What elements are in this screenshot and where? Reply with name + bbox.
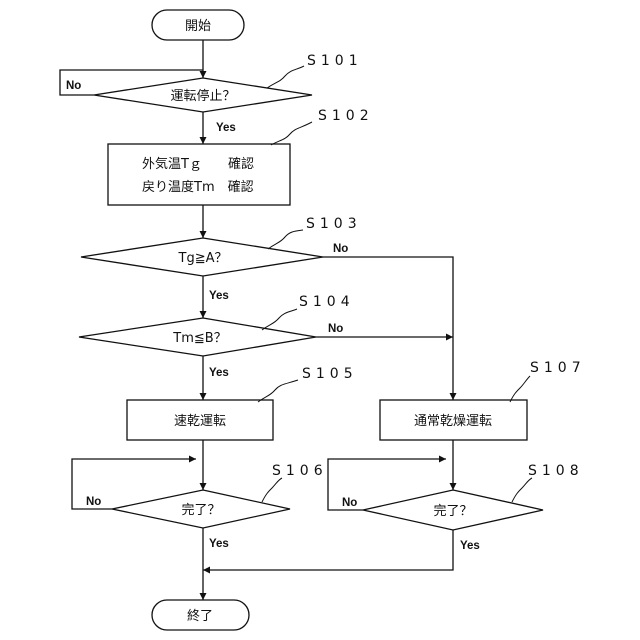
decision-s101-label: 運転停止？ bbox=[170, 88, 235, 104]
leader-s104 bbox=[262, 309, 297, 330]
start-label: 開始 bbox=[185, 19, 211, 34]
process-s102-line1: 外気温Tｇ 確認 bbox=[142, 156, 254, 172]
s106-yes-label: Yes bbox=[209, 538, 229, 550]
decision-s108-label: 完了？ bbox=[433, 504, 472, 519]
decision-s104-label: Tm≦B？ bbox=[172, 331, 226, 346]
step-s106: S106 bbox=[272, 463, 328, 479]
step-s101: S101 bbox=[307, 53, 363, 69]
leader-s106 bbox=[262, 478, 282, 502]
s103-yes-label: Yes bbox=[209, 290, 229, 302]
leader-s105 bbox=[258, 380, 298, 402]
step-s107: S107 bbox=[530, 360, 586, 376]
s103-no-label: No bbox=[333, 243, 348, 255]
process-s107-label: 通常乾燥運転 bbox=[414, 414, 492, 429]
step-s102: S102 bbox=[318, 108, 374, 124]
decision-s106-label: 完了？ bbox=[181, 503, 220, 518]
s101-yes-label: Yes bbox=[216, 122, 236, 134]
s106-no-label: No bbox=[86, 496, 101, 508]
step-s103: S103 bbox=[306, 216, 362, 232]
end-label: 終了 bbox=[187, 608, 213, 624]
decision-s103-label: Tg≧A？ bbox=[178, 251, 228, 266]
s104-yes-label: Yes bbox=[209, 367, 229, 379]
step-s104: S104 bbox=[299, 294, 355, 310]
s101-no-label: No bbox=[66, 80, 81, 92]
arrow-s108-yes bbox=[203, 530, 453, 570]
s108-no-label: No bbox=[342, 497, 357, 509]
process-s102-line2: 戻り温度Tm 確認 bbox=[142, 179, 254, 195]
process-s102 bbox=[108, 144, 290, 205]
leader-s108 bbox=[512, 478, 532, 502]
leader-s102 bbox=[271, 122, 312, 145]
leader-s107 bbox=[510, 376, 530, 402]
leader-s103 bbox=[268, 230, 303, 249]
step-s105: S105 bbox=[302, 366, 358, 382]
s108-yes-label: Yes bbox=[460, 540, 480, 552]
process-s105-label: 速乾運転 bbox=[174, 414, 226, 429]
s104-no-label: No bbox=[328, 323, 343, 335]
step-s108: S108 bbox=[528, 463, 584, 479]
leader-s101 bbox=[267, 66, 304, 88]
